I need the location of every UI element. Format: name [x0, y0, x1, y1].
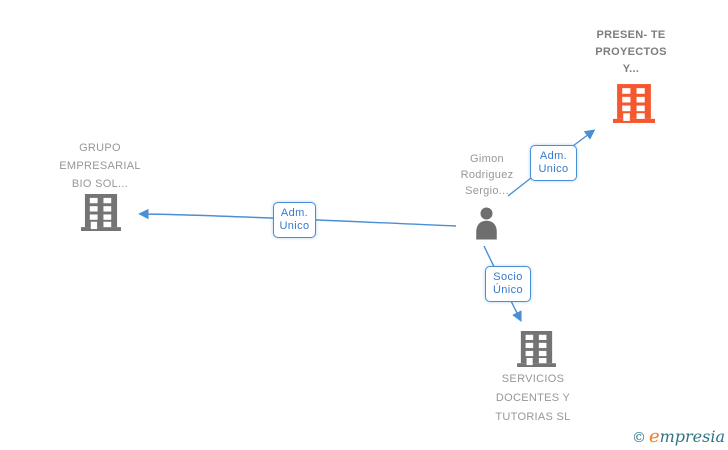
- edge-label-line: Unico: [279, 220, 310, 232]
- edge-label-adm-unico-right: Adm. Unico: [530, 145, 577, 181]
- person-icon[interactable]: [471, 206, 502, 241]
- node-label-servicios[interactable]: SERVICIOS DOCENTES Y TUTORIAS SL: [473, 370, 593, 427]
- node-label-line: BIO SOL...: [71, 178, 129, 190]
- node-label-line: Sergio...: [465, 185, 509, 197]
- node-label-line: GRUPO: [79, 142, 121, 154]
- building-icon[interactable]: [613, 84, 655, 123]
- edge-label-line: Adm.: [280, 207, 309, 219]
- edge-label-line: Unico: [538, 163, 569, 175]
- node-label-grupo[interactable]: GRUPO EMPRESARIAL BIO SOL...: [40, 139, 160, 193]
- edge-label-socio-unico: Socio Único: [485, 266, 531, 302]
- node-label-line: Gimon: [470, 153, 504, 165]
- edge-label-line: Único: [492, 284, 524, 296]
- brand-initial: e: [648, 426, 660, 447]
- edge-label-line: Socio: [493, 271, 523, 283]
- node-label-line: DOCENTES Y: [495, 392, 571, 404]
- node-label-line: EMPRESARIAL: [59, 160, 141, 172]
- edge-label-adm-unico-left: Adm. Unico: [273, 202, 316, 238]
- node-label-line: Rodriguez: [460, 169, 514, 181]
- node-label-line: PROYECTOS: [595, 46, 667, 58]
- edge-label-line: Adm.: [539, 150, 568, 162]
- brand-name: mpresia: [659, 427, 725, 446]
- node-label-line: PRESEN- TE: [596, 29, 666, 41]
- empresia-watermark: ©empresia: [632, 428, 725, 447]
- building-icon[interactable]: [517, 331, 556, 367]
- node-label-presente[interactable]: PRESEN- TE PROYECTOS Y...: [561, 27, 701, 78]
- copyright-icon: ©: [631, 430, 646, 446]
- node-label-gimon[interactable]: Gimon Rodriguez Sergio...: [437, 151, 537, 199]
- node-label-line: SERVICIOS: [501, 373, 565, 385]
- node-label-line: TUTORIAS SL: [495, 411, 571, 423]
- node-label-line: Y...: [622, 63, 640, 75]
- building-icon[interactable]: [81, 194, 121, 231]
